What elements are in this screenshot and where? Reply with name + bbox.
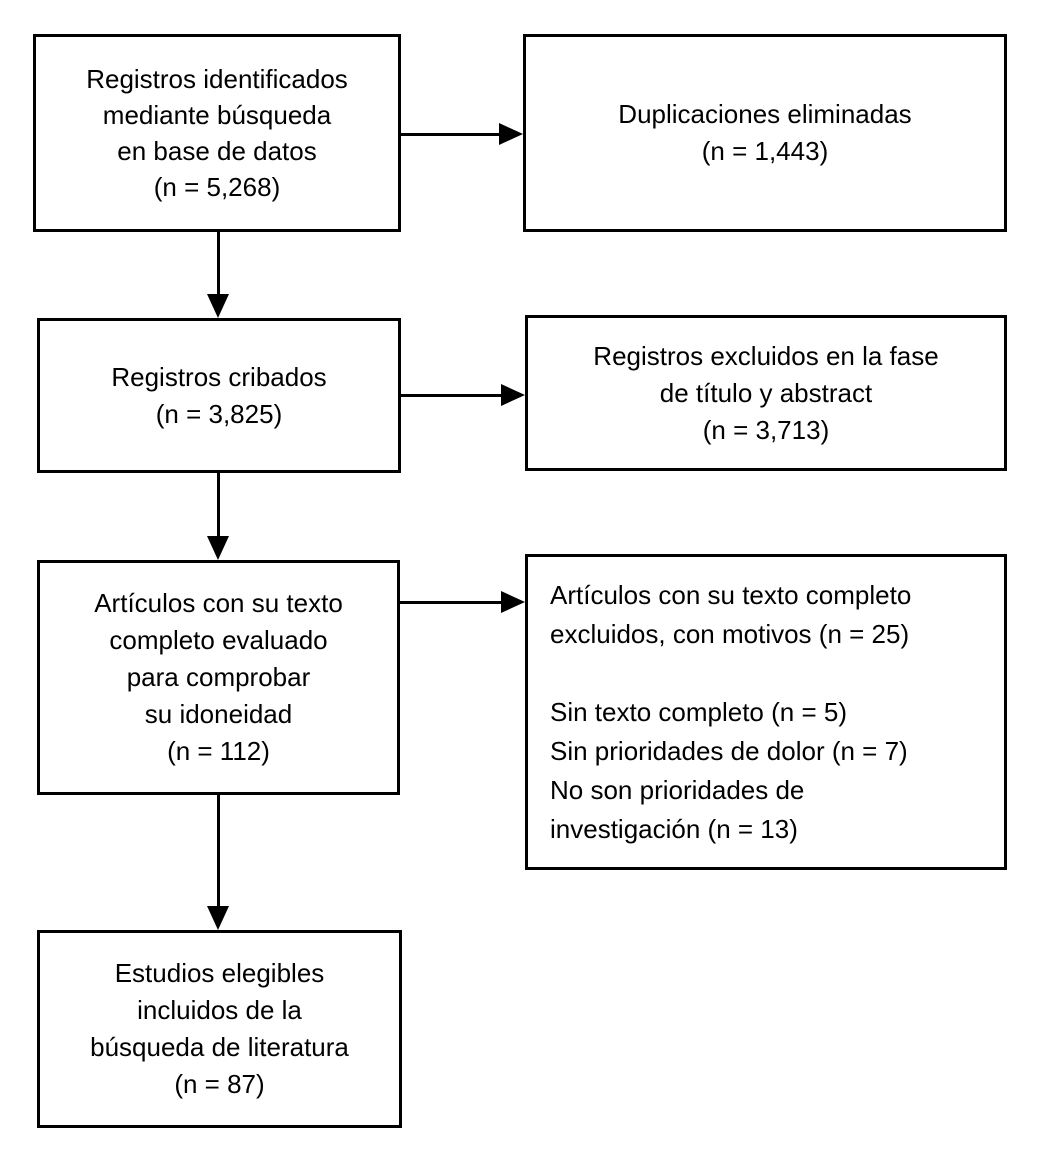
box-text-line: completo evaluado bbox=[109, 625, 328, 655]
arrow-screened-to-excluded-head bbox=[501, 384, 525, 406]
box-text-line: (n = 87) bbox=[174, 1069, 265, 1099]
box-fulltext-assessed: Artículos con su texto completo evaluado… bbox=[37, 560, 400, 795]
box-text-line: de título y abstract bbox=[659, 377, 873, 408]
arrow-identified-to-screened-stem bbox=[217, 232, 220, 296]
box-text-line: Artículos con su texto bbox=[94, 588, 343, 618]
box-records-screened: Registros cribados (n = 3,825) bbox=[37, 318, 401, 473]
box-text-line: su idoneidad bbox=[144, 699, 293, 729]
box-text-line: (n = 5,268) bbox=[153, 172, 281, 202]
box-text-line: Sin prioridades de dolor (n = 7) bbox=[550, 735, 908, 766]
arrow-fulltext-to-included-head bbox=[207, 906, 229, 930]
box-text-line: (n = 1,443) bbox=[701, 136, 829, 166]
box-text-line: No son prioridades de bbox=[550, 774, 805, 805]
arrow-identified-to-screened-head bbox=[207, 294, 229, 318]
box-studies-included: Estudios elegibles incluidos de la búsqu… bbox=[37, 930, 402, 1128]
box-records-excluded-title-abstract: Registros excluidos en la fase de título… bbox=[525, 315, 1007, 471]
box-text-line: Registros excluidos en la fase bbox=[593, 340, 939, 371]
arrow-identified-to-duplicates-head bbox=[499, 123, 523, 145]
arrow-fulltext-to-excluded-stem bbox=[400, 601, 501, 604]
box-text-line: mediante búsqueda bbox=[102, 100, 332, 130]
box-text-line: (n = 3,825) bbox=[155, 398, 283, 429]
box-text-line: Registros cribados bbox=[111, 361, 327, 392]
arrow-fulltext-to-excluded-head bbox=[501, 591, 525, 613]
box-text-line: (n = 112) bbox=[167, 736, 270, 766]
arrow-screened-to-fulltext-head bbox=[207, 536, 229, 560]
box-text-line: Sin texto completo (n = 5) bbox=[550, 696, 847, 727]
arrow-screened-to-excluded-stem bbox=[401, 394, 501, 397]
box-duplicates-removed: Duplicaciones eliminadas (n = 1,443) bbox=[523, 34, 1007, 232]
box-text-line: investigación (n = 13) bbox=[550, 813, 798, 844]
arrow-identified-to-duplicates-stem bbox=[401, 133, 499, 136]
box-records-identified: Registros identificados mediante búsqued… bbox=[33, 34, 401, 232]
box-fulltext-excluded: Artículos con su texto completo excluido… bbox=[525, 554, 1007, 870]
box-text-line: incluidos de la bbox=[137, 995, 302, 1025]
box-text-line: Duplicaciones eliminadas bbox=[618, 99, 912, 129]
box-text-line: Estudios elegibles bbox=[114, 958, 325, 988]
box-text-line: para comprobar bbox=[126, 662, 311, 692]
box-text-line: Registros identificados bbox=[86, 64, 348, 94]
box-text-line: (n = 3,713) bbox=[702, 414, 830, 445]
box-text-line: en base de datos bbox=[117, 136, 317, 166]
box-text-line: búsqueda de literatura bbox=[90, 1032, 349, 1062]
box-text-line: excluidos, con motivos (n = 25) bbox=[550, 618, 910, 649]
box-text-line: Artículos con su texto completo bbox=[550, 579, 912, 610]
arrow-fulltext-to-included-stem bbox=[217, 795, 220, 908]
arrow-screened-to-fulltext-stem bbox=[217, 473, 220, 538]
